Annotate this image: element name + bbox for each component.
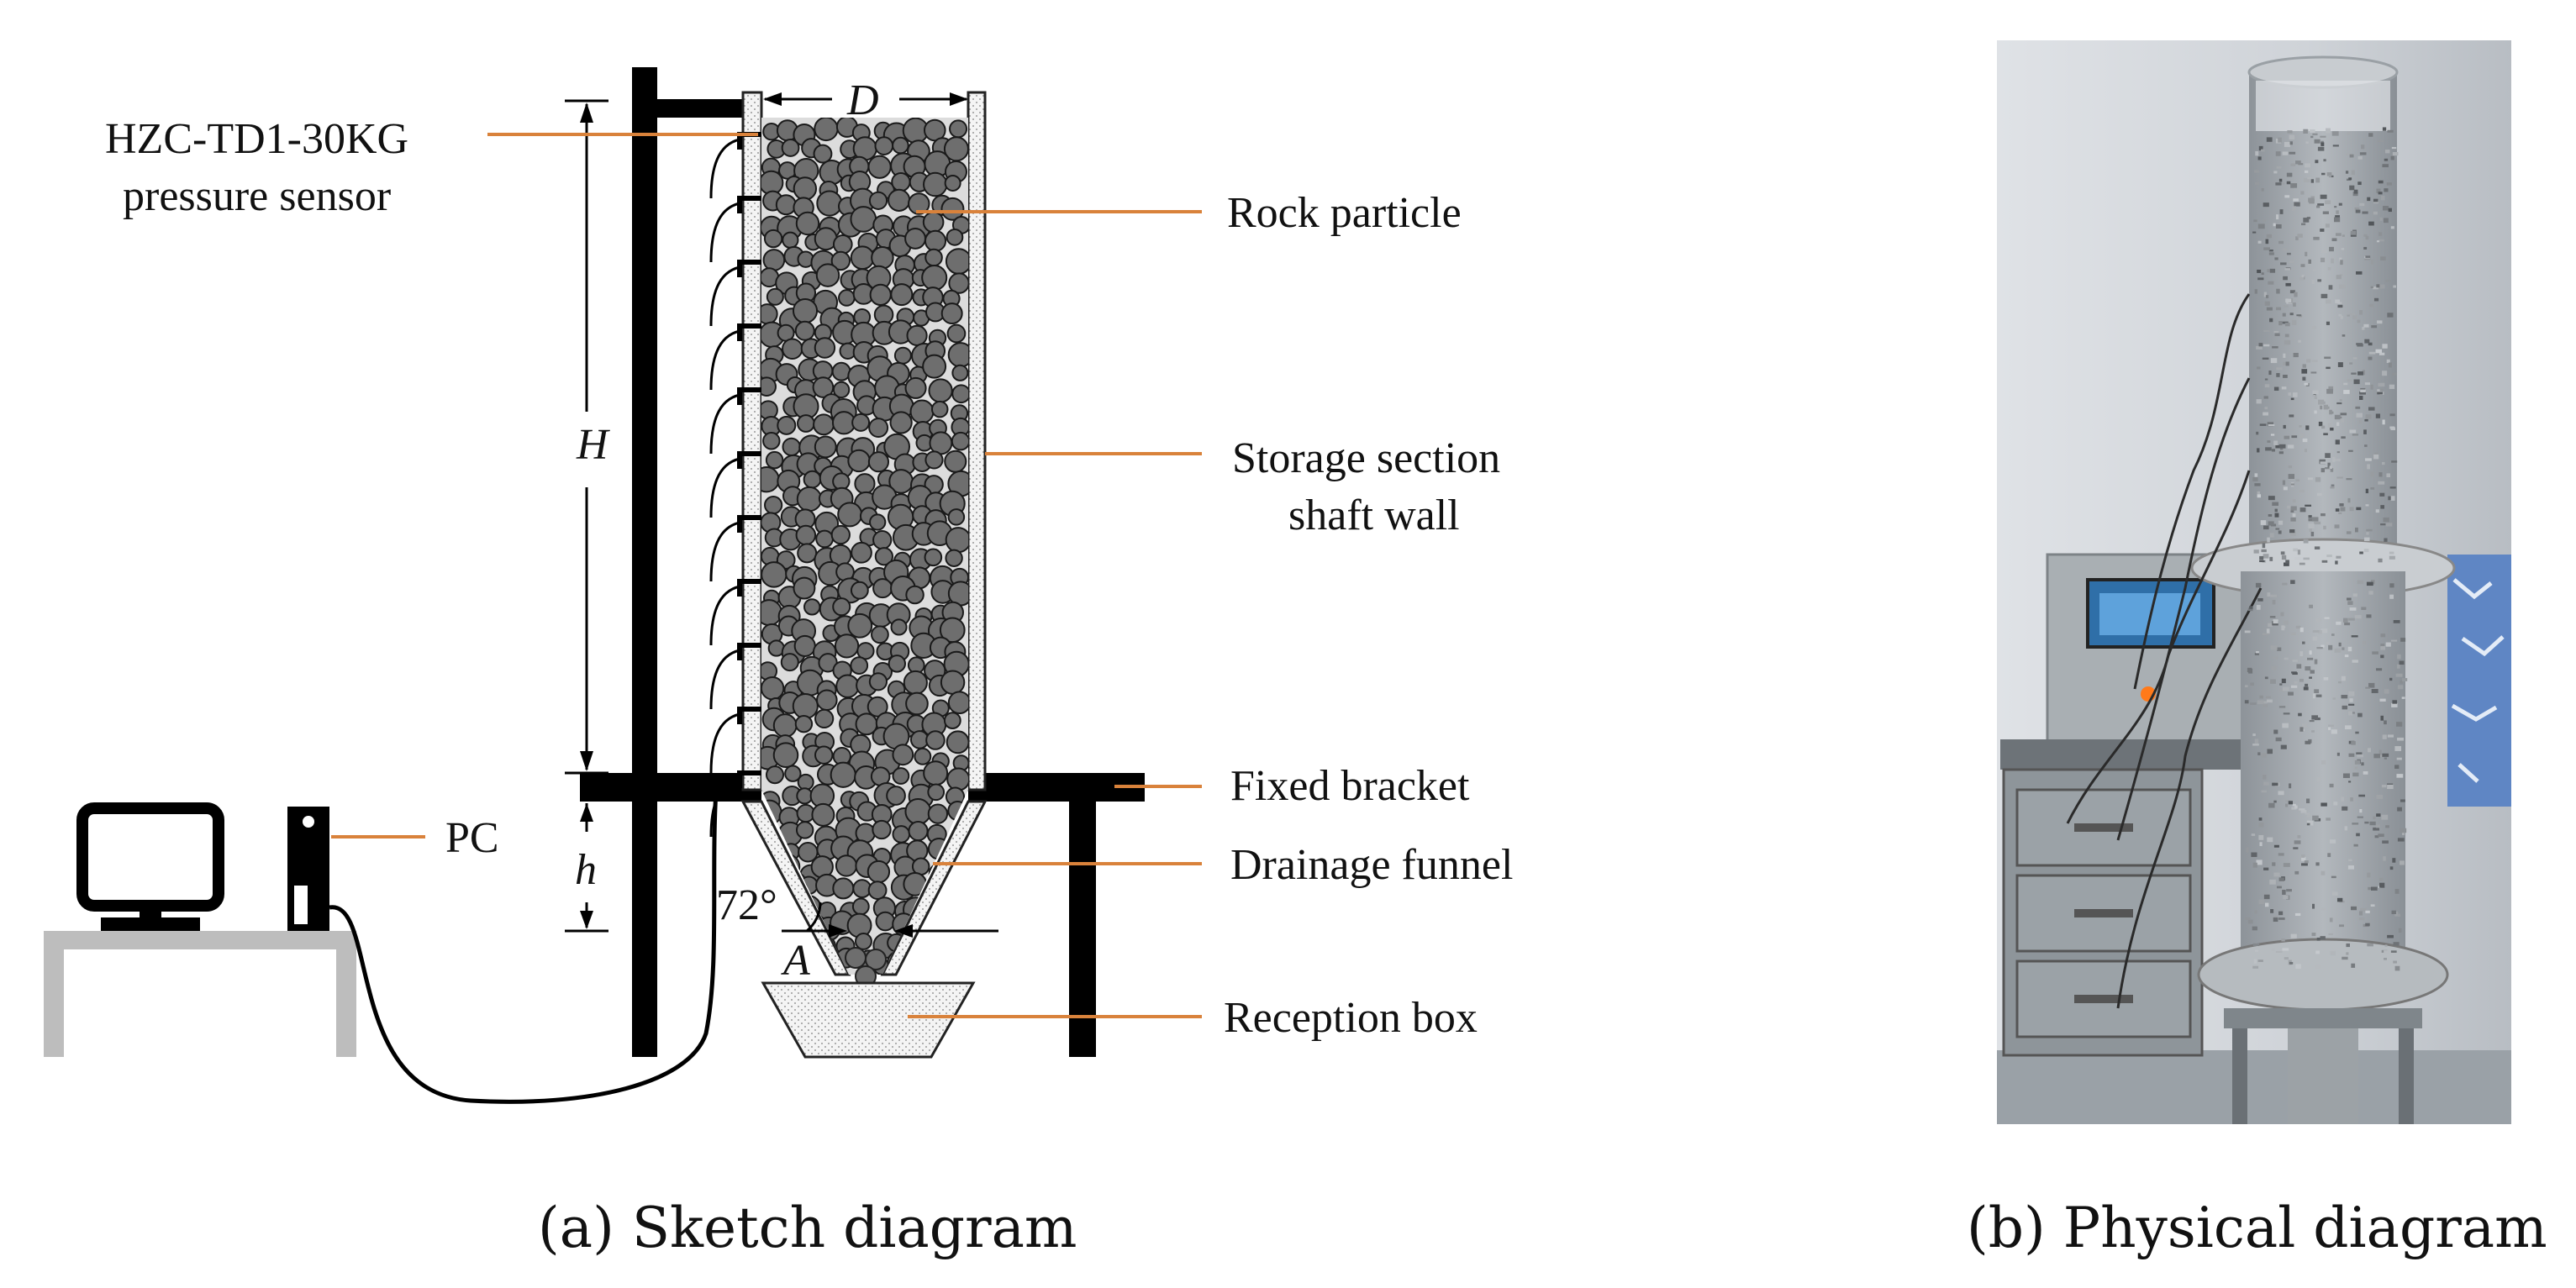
label-drainage-funnel: Drainage funnel	[1230, 841, 1513, 889]
label-A: A	[781, 937, 810, 985]
caption-physical: (b) Physical diagram	[1967, 1196, 2547, 1260]
rock-particles	[761, 118, 968, 975]
label-shaft-wall: shaft wall	[1288, 492, 1460, 539]
reception-box	[761, 981, 976, 1059]
label-reception-box: Reception box	[1224, 994, 1478, 1042]
support-column	[632, 67, 657, 1057]
dimension-H	[565, 99, 608, 775]
table	[44, 931, 356, 949]
label-fixed-bracket: Fixed bracket	[1230, 762, 1470, 810]
label-sensor-model: HZC-TD1-30KG	[105, 115, 408, 163]
caption-sketch: (a) Sketch diagram	[538, 1196, 1077, 1260]
physical-photo	[1997, 40, 2511, 1124]
label-h: h	[575, 846, 597, 894]
shaft-tube-upper	[2249, 71, 2397, 566]
label-storage-section: Storage section	[1232, 434, 1500, 482]
label-sensor-type: pressure sensor	[123, 172, 391, 220]
signal-cable	[329, 789, 719, 1104]
dimension-D	[763, 92, 968, 106]
shaft-tube-lower	[2241, 571, 2405, 966]
label-H: H	[576, 421, 610, 469]
label-angle: 72°	[716, 881, 777, 929]
top-arm	[644, 99, 761, 118]
sensor-wires	[2066, 293, 2263, 1009]
angle-marker	[782, 902, 998, 938]
label-pc: PC	[445, 814, 499, 862]
fixed-bracket-bar	[580, 773, 761, 802]
bracket-leg	[1069, 802, 1096, 1057]
dimension-h	[565, 803, 608, 933]
shaft-wall-right	[967, 91, 987, 791]
base-plate	[2197, 938, 2449, 1012]
sketch-diagram: H h D 72° A	[44, 67, 1513, 1260]
label-D: D	[846, 76, 879, 124]
pc-setup	[44, 789, 719, 1104]
pressure-sensors	[709, 132, 761, 838]
stand	[2224, 1008, 2422, 1028]
label-rock-particle: Rock particle	[1227, 189, 1462, 237]
monitor-icon	[76, 802, 224, 912]
outlet-stream	[845, 947, 887, 987]
